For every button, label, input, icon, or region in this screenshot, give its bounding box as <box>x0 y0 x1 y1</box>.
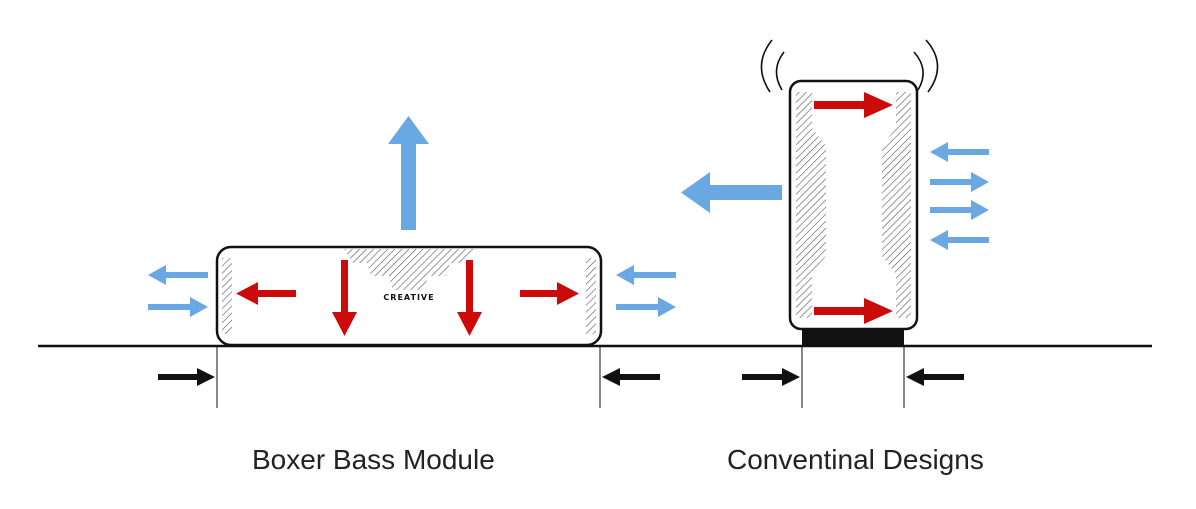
conventional-footprint-arrow-right <box>906 368 964 386</box>
boxer-blue-arrow-up <box>388 116 429 230</box>
boxer-blue-arrow-right-out <box>616 297 676 317</box>
boxer-red-arrow-left <box>236 282 296 305</box>
conventional-blue-arrow-3 <box>930 200 989 220</box>
caption-boxer-bass-module: Boxer Bass Module <box>252 444 495 475</box>
boxer-red-arrow-down-left <box>332 260 357 336</box>
boxer-blue-arrow-left-in <box>148 297 208 317</box>
conventional-left-wall-hatch <box>796 92 826 318</box>
boxer-left-panel-hatch <box>222 258 232 334</box>
conventional-footprint-arrow-left <box>742 368 800 386</box>
boxer-top-driver-hatch <box>344 249 474 290</box>
boxer-red-arrow-right <box>520 282 579 305</box>
conventional-red-arrow-top <box>814 92 893 118</box>
conventional-right-wall-hatch <box>882 92 911 318</box>
boxer-right-panel-hatch <box>586 258 596 334</box>
boxer-red-arrow-down-right <box>457 260 482 336</box>
boxer-blue-arrow-right-in <box>616 265 676 285</box>
boxer-footprint-arrow-right <box>602 368 660 386</box>
boxer-module: CREATIVE <box>148 116 676 408</box>
conventional-blue-arrow-2 <box>930 172 989 192</box>
conventional-red-arrow-bottom <box>814 298 893 324</box>
vibration-lines-icon <box>760 39 939 93</box>
conventional-design <box>681 39 989 408</box>
conventional-blue-arrow-1 <box>930 142 989 162</box>
boxer-footprint-arrow-left <box>158 368 215 386</box>
conventional-blue-arrow-left <box>681 172 782 213</box>
conventional-blue-arrow-4 <box>930 230 989 250</box>
boxer-enclosure <box>215 245 603 347</box>
boxer-blue-arrow-left-out <box>148 265 208 285</box>
creative-logo: CREATIVE <box>383 293 434 302</box>
caption-conventional-designs: Conventinal Designs <box>727 444 984 475</box>
conventional-foot <box>802 328 904 345</box>
